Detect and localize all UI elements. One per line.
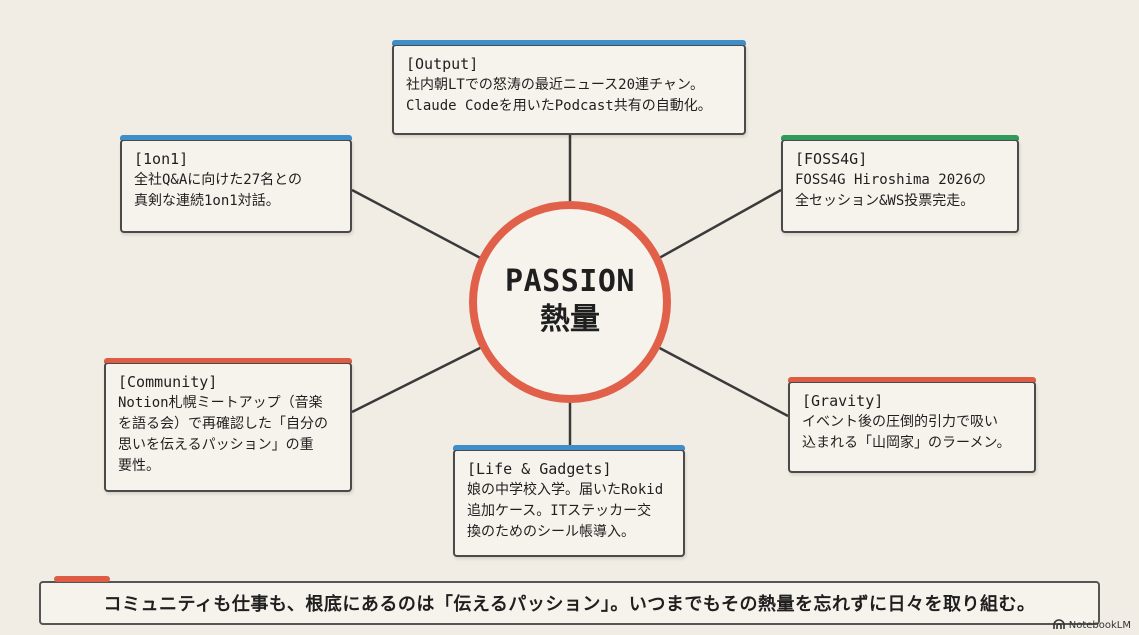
node-text-line: Claude Codeを用いたPodcast共有の自動化。 xyxy=(406,98,712,114)
node-tag: [1on1] xyxy=(134,150,189,168)
node-text-line: 全社Q&Aに向けた27名との xyxy=(134,172,303,188)
center-title: PASSION xyxy=(505,264,635,299)
node-text-line: Notion札幌ミートアップ（音楽 xyxy=(118,395,323,411)
node-life-gadgets: [Life & Gadgets] 娘の中学校入学。届いたRokid 追加ケース。… xyxy=(453,445,685,557)
watermark-label: NotebookLM xyxy=(1068,619,1131,631)
node-gravity: [Gravity] イベント後の圧倒的引力で吸い 込まれる「山岡家」のラーメン。 xyxy=(788,377,1036,473)
node-1on1: [1on1] 全社Q&Aに向けた27名との 真剣な連続1on1対話。 xyxy=(120,135,352,233)
node-text-line: 社内朝LTでの怒涛の最近ニュース20連チャン。 xyxy=(406,77,705,93)
node-text-line: FOSS4G Hiroshima 2026の xyxy=(795,172,987,188)
node-text-line: 要性。 xyxy=(118,458,160,474)
connector-foss4g xyxy=(651,188,782,264)
node-text-line: 娘の中学校入学。届いたRokid xyxy=(467,482,664,498)
node-text-line: 全セッション&WS投票完走。 xyxy=(795,193,975,209)
node-output: [Output] 社内朝LTでの怒涛の最近ニュース20連チャン。 Claude … xyxy=(392,40,746,135)
node-tag: [Community] xyxy=(118,373,218,391)
summary-box: コミュニティも仕事も、根底にあるのは「伝えるパッション」。いつまでもその熱量を忘… xyxy=(39,581,1100,625)
node-community: [Community] Notion札幌ミートアップ（音楽 を語る会）で再確認し… xyxy=(104,358,352,492)
node-tag: [FOSS4G] xyxy=(795,150,868,168)
notebooklm-logo-icon xyxy=(1052,619,1065,629)
center-ring xyxy=(469,201,671,403)
node-foss4g: [FOSS4G] FOSS4G Hiroshima 2026の 全セッション&W… xyxy=(781,135,1019,233)
node-text-line: 思いを伝えるパッション」の重 xyxy=(118,437,314,453)
node-tag: [Output] xyxy=(406,55,479,73)
center-node: PASSION 熱量 xyxy=(470,217,670,387)
node-text-line: 換のためのシール帳導入。 xyxy=(467,524,635,540)
node-text-line: イベント後の圧倒的引力で吸い xyxy=(802,414,998,430)
summary-accent-bar xyxy=(54,576,110,582)
node-text-line: 真剣な連続1on1対話。 xyxy=(134,193,280,209)
node-tag: [Life & Gadgets] xyxy=(467,460,612,478)
notebooklm-watermark: NotebookLM xyxy=(1052,619,1131,631)
node-text-line: を語る会）で再確認した「自分の xyxy=(118,416,328,432)
connector-1on1 xyxy=(351,188,489,264)
center-subtitle: 熱量 xyxy=(540,302,600,337)
summary-text: コミュニティも仕事も、根底にあるのは「伝えるパッション」。いつまでもその熱量を忘… xyxy=(103,594,1036,615)
connector-community xyxy=(351,342,489,414)
node-text-line: 追加ケース。ITステッカー交 xyxy=(467,503,652,519)
connector-gravity xyxy=(651,342,789,418)
node-tag: [Gravity] xyxy=(802,392,884,410)
node-text-line: 込まれる「山岡家」のラーメン。 xyxy=(802,435,1011,451)
